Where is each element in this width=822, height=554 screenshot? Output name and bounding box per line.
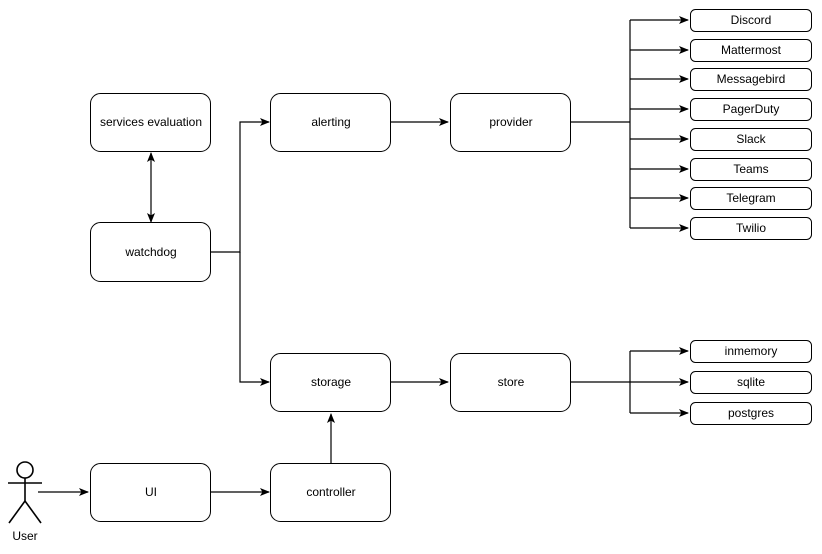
node-store-postgres-box[interactable] bbox=[690, 402, 812, 425]
node-provider-pagerduty[interactable]: PagerDuty bbox=[690, 98, 812, 121]
store-list: inmemory sqlite postgres bbox=[690, 340, 812, 425]
node-provider-messagebird-box[interactable] bbox=[690, 68, 812, 91]
node-provider-pagerduty-label: PagerDuty bbox=[723, 102, 780, 116]
node-store-label: store bbox=[498, 375, 525, 389]
node-provider-mattermost-box[interactable] bbox=[690, 39, 812, 62]
node-provider-teams[interactable]: Teams bbox=[690, 158, 812, 181]
node-provider-slack-label: Slack bbox=[736, 132, 766, 146]
node-provider-pagerduty-box[interactable] bbox=[690, 98, 812, 121]
node-provider-twilio[interactable]: Twilio bbox=[690, 217, 812, 240]
node-controller-label: controller bbox=[306, 485, 355, 499]
node-services-evaluation[interactable]: services evaluation bbox=[90, 93, 211, 152]
node-provider-telegram-label: Telegram bbox=[726, 191, 775, 205]
node-provider[interactable]: provider bbox=[450, 93, 571, 152]
node-watchdog-label: watchdog bbox=[124, 245, 176, 259]
node-controller-box[interactable] bbox=[270, 463, 391, 522]
node-controller[interactable]: controller bbox=[270, 463, 391, 522]
node-provider-messagebird[interactable]: Messagebird bbox=[690, 68, 812, 91]
node-ui-box[interactable] bbox=[90, 463, 211, 522]
node-provider-telegram[interactable]: Telegram bbox=[690, 187, 812, 210]
node-storage-label: storage bbox=[311, 375, 351, 389]
node-services-evaluation-label: services evaluation bbox=[100, 115, 202, 129]
node-store-postgres-label: postgres bbox=[728, 406, 774, 420]
user-actor: User bbox=[8, 461, 42, 543]
node-provider-twilio-box[interactable] bbox=[690, 217, 812, 240]
edge-watchdog-storage bbox=[239, 252, 270, 386]
node-services-evaluation-box[interactable] bbox=[90, 93, 211, 152]
node-store-sqlite[interactable]: sqlite bbox=[690, 371, 812, 394]
node-watchdog[interactable]: watchdog bbox=[90, 222, 211, 282]
node-store-sqlite-box[interactable] bbox=[690, 371, 812, 394]
node-store-sqlite-label: sqlite bbox=[737, 375, 765, 389]
node-provider-teams-label: Teams bbox=[733, 162, 768, 176]
node-ui[interactable]: UI bbox=[90, 463, 211, 522]
actor-leg-left bbox=[8, 500, 26, 524]
node-provider-mattermost[interactable]: Mattermost bbox=[690, 39, 812, 62]
node-provider-label: provider bbox=[489, 115, 532, 129]
node-store-inmemory-label: inmemory bbox=[725, 344, 778, 358]
node-watchdog-box[interactable] bbox=[90, 222, 211, 282]
node-provider-box[interactable] bbox=[450, 93, 571, 152]
node-provider-discord[interactable]: Discord bbox=[690, 9, 812, 32]
node-provider-discord-box[interactable] bbox=[690, 9, 812, 32]
node-provider-mattermost-label: Mattermost bbox=[721, 43, 782, 57]
node-provider-telegram-box[interactable] bbox=[690, 187, 812, 210]
actor-head-icon bbox=[16, 461, 34, 479]
node-storage-box[interactable] bbox=[270, 353, 391, 412]
node-provider-discord-label: Discord bbox=[731, 13, 772, 27]
node-store-box[interactable] bbox=[450, 353, 571, 412]
provider-list: Discord Mattermost Messagebird PagerDuty… bbox=[690, 9, 812, 240]
actor-label: User bbox=[12, 529, 37, 543]
node-store[interactable]: store bbox=[450, 353, 571, 412]
node-store-inmemory-box[interactable] bbox=[690, 340, 812, 363]
node-alerting[interactable]: alerting bbox=[270, 93, 391, 152]
node-store-inmemory[interactable]: inmemory bbox=[690, 340, 812, 363]
node-store-postgres[interactable]: postgres bbox=[690, 402, 812, 425]
node-provider-slack-box[interactable] bbox=[690, 128, 812, 151]
node-storage[interactable]: storage bbox=[270, 353, 391, 412]
node-provider-slack[interactable]: Slack bbox=[690, 128, 812, 151]
node-provider-twilio-label: Twilio bbox=[736, 221, 766, 235]
actor-leg-right bbox=[24, 500, 42, 524]
node-ui-label: UI bbox=[145, 485, 157, 499]
node-provider-teams-box[interactable] bbox=[690, 158, 812, 181]
edge-watchdog-alerting bbox=[211, 118, 270, 253]
node-provider-messagebird-label: Messagebird bbox=[717, 72, 786, 86]
node-alerting-box[interactable] bbox=[270, 93, 391, 152]
node-alerting-label: alerting bbox=[311, 115, 350, 129]
